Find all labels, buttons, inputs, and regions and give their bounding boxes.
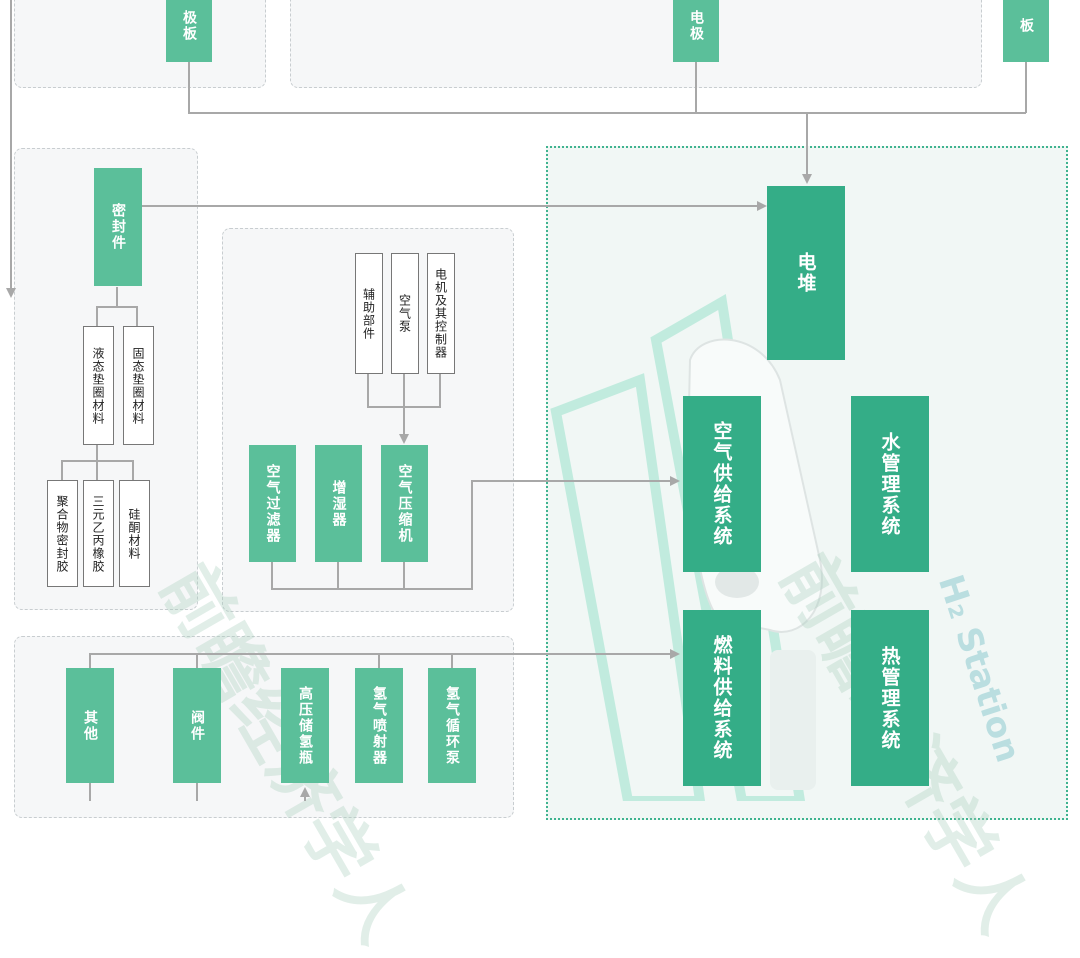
seal-tree-a: [96, 287, 118, 326]
air-compressor-box: 空气压缩机: [381, 445, 428, 562]
seal-tree-b: [117, 306, 138, 326]
polymer-sealant-box: 聚合物密封胶: [47, 480, 78, 587]
air-filter-box: 空气过滤器: [249, 445, 296, 562]
liquid-gasket-box: 液态垫圈材料: [83, 326, 114, 445]
humidifier-box: 增湿器: [315, 445, 362, 562]
silicone-box: 硅酮材料: [119, 480, 150, 587]
electrode-box: 电极: [673, 0, 719, 62]
station-frame-left: [550, 373, 706, 801]
valve-box: 阀件: [173, 668, 221, 783]
seal-tree-d: [97, 460, 134, 480]
top-collector-line: [188, 62, 1026, 114]
epdm-rubber-box: 三元乙丙橡胶: [83, 480, 114, 587]
air-pump-box: 空气泵: [391, 253, 419, 374]
auxiliary-box: 辅助部件: [355, 253, 383, 374]
plate-box: 板: [1003, 0, 1049, 62]
group-top-left: [14, 0, 266, 88]
h2-pump-box: 氢气循环泵: [428, 668, 476, 783]
solid-gasket-box: 固态垫圈材料: [123, 326, 154, 445]
fuel-supply-box: 燃料供给系统: [683, 610, 761, 786]
seal-box: 密封件: [94, 168, 142, 286]
connector-lines: [6, 0, 1027, 801]
seal-tree-c: [61, 443, 98, 480]
air-supply-box: 空气供给系统: [683, 396, 761, 572]
car-wheel: [715, 566, 759, 598]
h2-injector-box: 氢气喷射器: [355, 668, 403, 783]
group-top-center: [290, 0, 982, 88]
charger-post: [770, 650, 816, 790]
bipolar-plate-box: 极板: [166, 0, 212, 62]
air-to-supply-arrow: [271, 476, 680, 590]
stack-box: 电堆: [767, 186, 845, 360]
other-box: 其他: [66, 668, 114, 783]
fuel-to-supply-arrow: [89, 649, 680, 668]
motor-controller-box: 电机及其控制器: [427, 253, 455, 374]
hp-tank-box: 高压储氢瓶: [281, 668, 329, 783]
water-mgmt-box: 水管理系统: [851, 396, 929, 572]
thermal-mgmt-box: 热管理系统: [851, 610, 929, 786]
